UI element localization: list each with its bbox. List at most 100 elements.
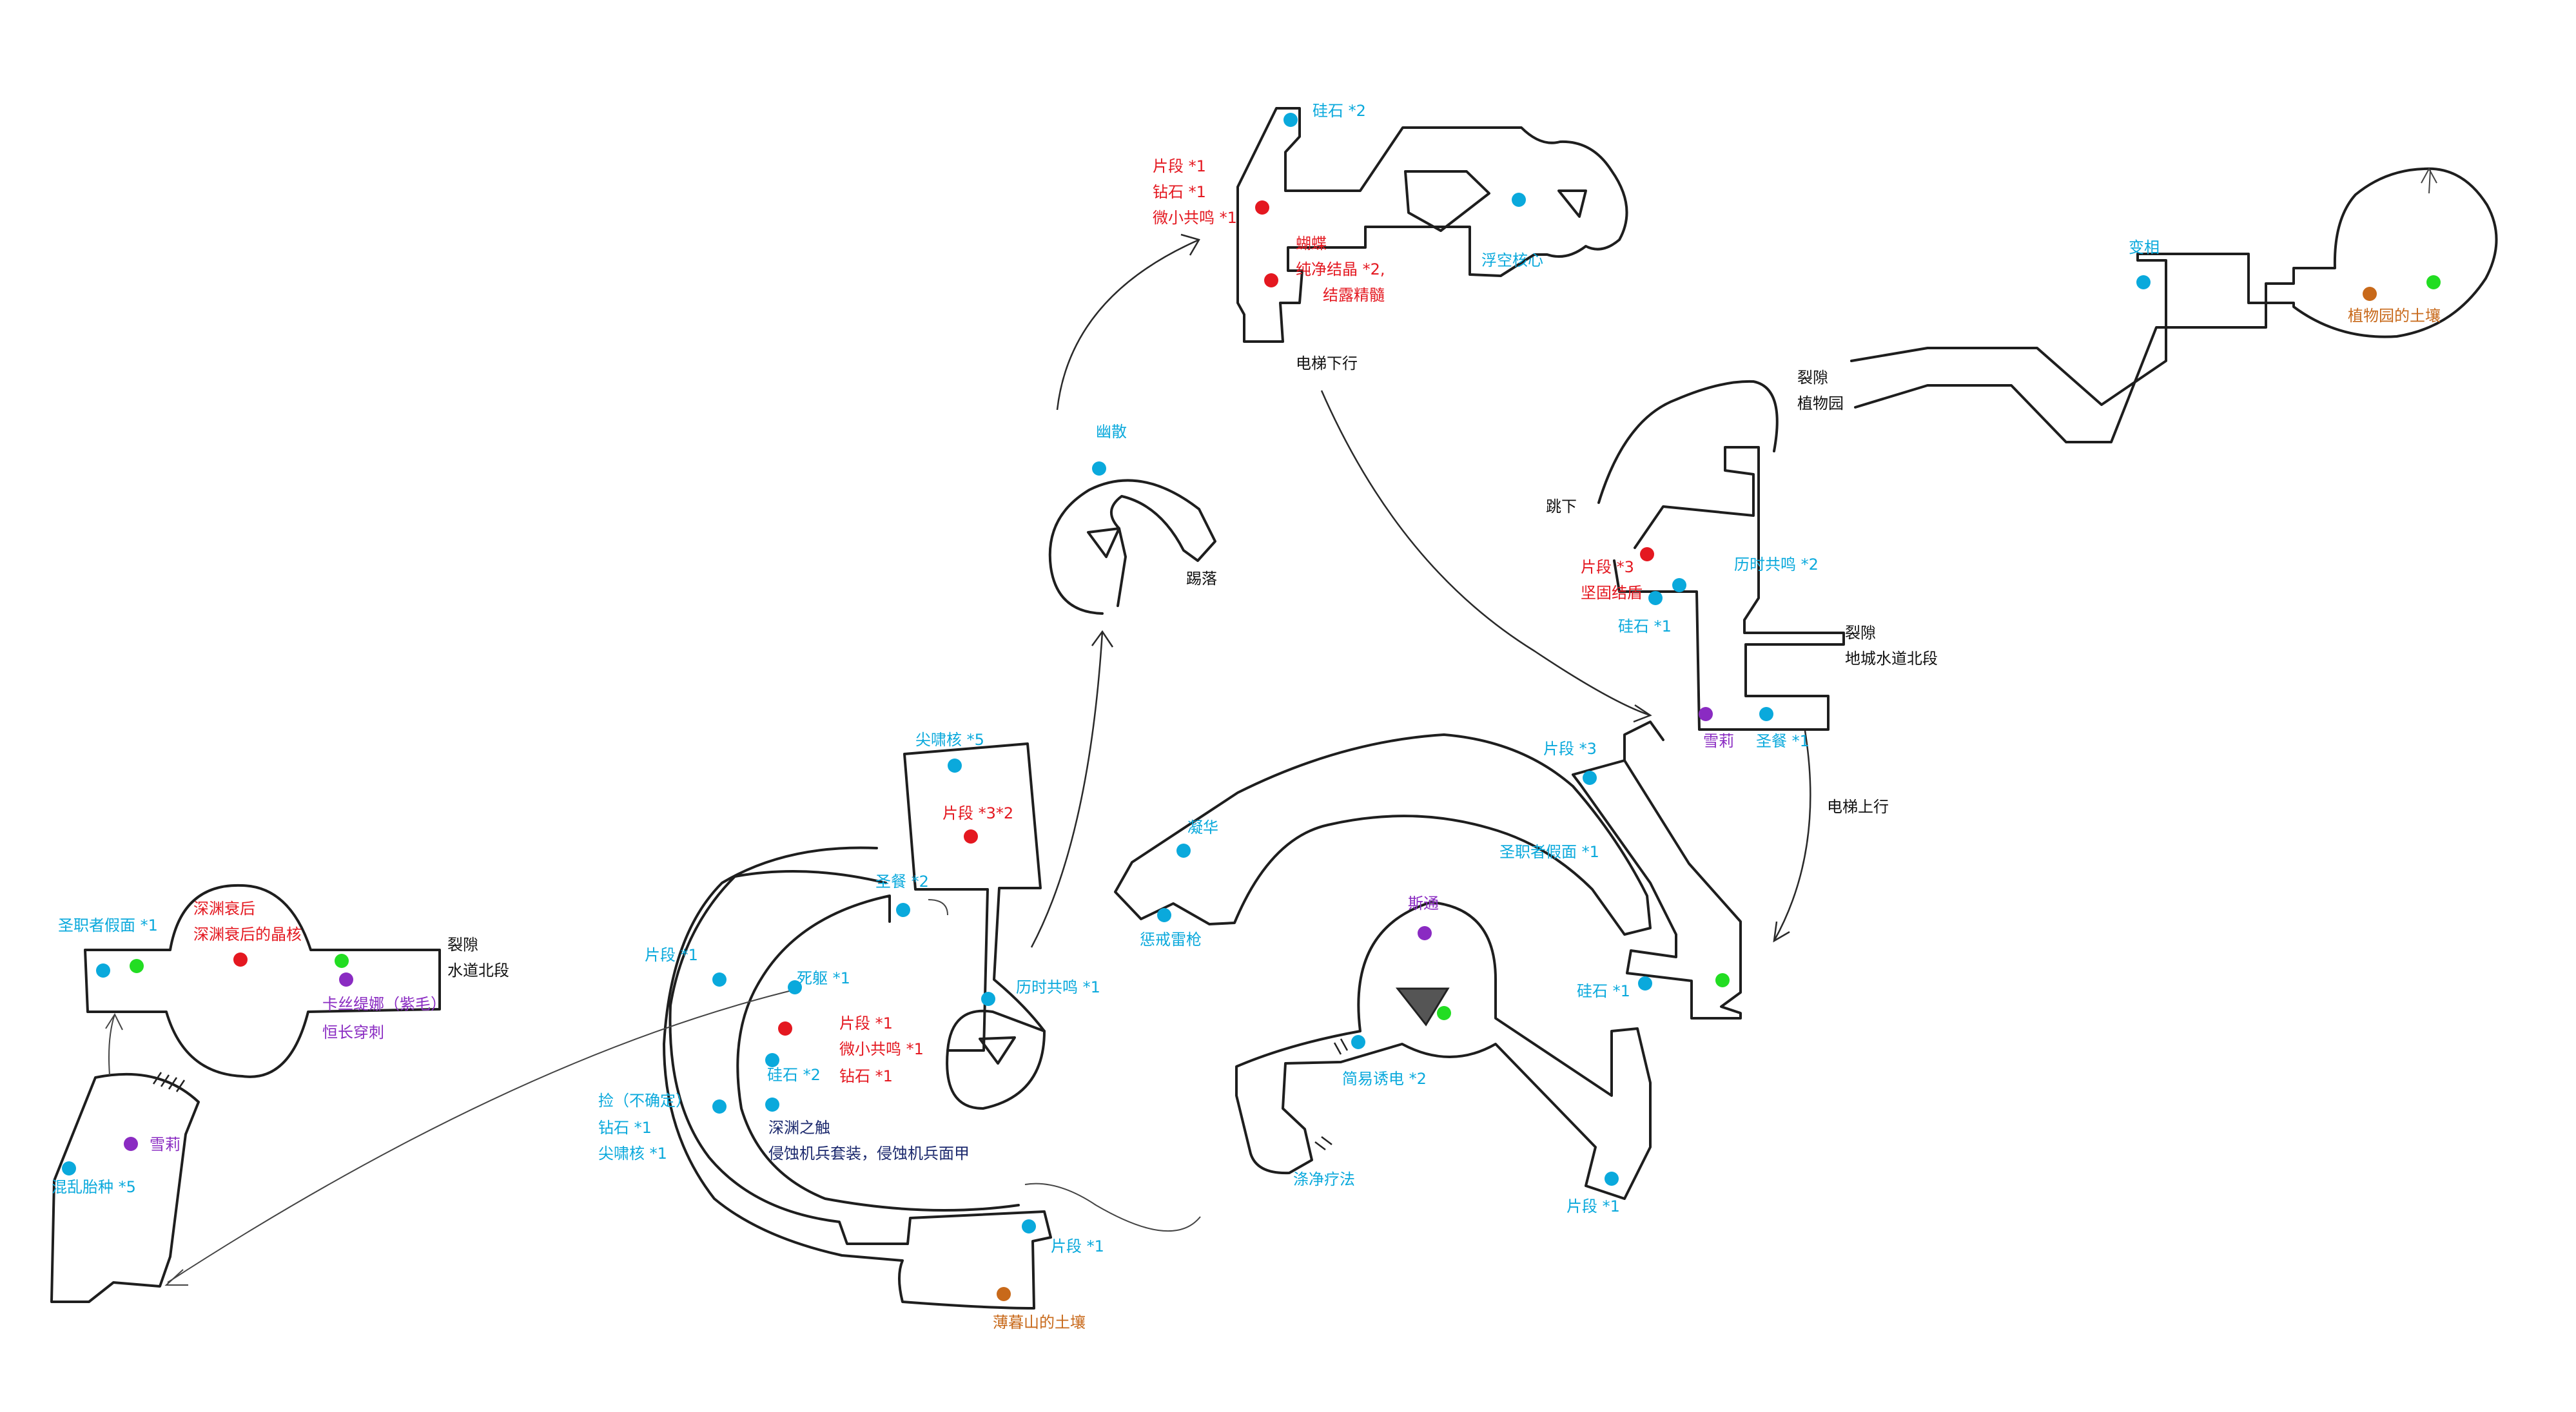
label-priest-mask1-lm: 圣职者假面 *1	[1499, 843, 1599, 861]
label-drill1-cyan: 钻石 *1	[598, 1119, 652, 1137]
label-rift-garden: 裂隙	[1797, 369, 1828, 387]
marker-cyan	[62, 1161, 76, 1175]
label-chaos-seed5: 混乱胎种 *5	[52, 1178, 136, 1196]
marker-cyan	[765, 1098, 779, 1112]
label-rift-waterway: 裂隙	[1845, 624, 1876, 642]
label-dead-bone1: 死躯 *1	[797, 969, 850, 987]
label-float-core: 浮空核心	[1481, 251, 1543, 269]
marker-green	[2426, 275, 2441, 289]
label-shirley-rm: 雪莉	[1703, 732, 1734, 750]
marker-cyan	[1648, 591, 1663, 605]
marker-red	[1264, 273, 1278, 287]
route-arrowhead-up	[1773, 921, 1790, 943]
marker-cyan	[1283, 113, 1298, 127]
label-elevator-down: 电梯下行	[1296, 354, 1358, 372]
label-calendar-res1: 历时共鸣 *1	[1016, 978, 1100, 996]
route-arrowhead-round	[1091, 630, 1114, 648]
wall-right-mid	[1613, 446, 1845, 731]
label-silicon1-lm: 硅石 *1	[1577, 982, 1630, 1000]
label-frag1-bottom: 片段 *1	[1051, 1237, 1104, 1255]
label-rift-left: 裂隙	[447, 936, 478, 954]
wall-garden-corridor	[1850, 167, 2498, 443]
wall-center-tri	[979, 1036, 1016, 1065]
label-abyss-queen: 深渊衰后	[193, 900, 255, 918]
route-garden-exit	[2428, 169, 2431, 194]
marker-cyan	[1638, 976, 1652, 991]
wall-spiral-inner	[736, 895, 1020, 1212]
wall-circle-triangle	[1395, 987, 1450, 1027]
wall-round-room	[1048, 479, 1216, 615]
marker-red	[778, 1021, 792, 1036]
label-silicon1-rm: 硅石 *1	[1618, 617, 1672, 635]
route-arrowhead-left-up	[105, 1012, 123, 1030]
marker-purple	[339, 972, 353, 987]
wall-center-tower	[903, 742, 1046, 1110]
label-corrode-gear: 侵蚀机兵套装，侵蚀机兵面甲	[768, 1145, 970, 1163]
wall-left-room	[84, 884, 441, 1078]
marker-cyan	[96, 963, 110, 978]
label-scream5: 尖啸核 *5	[915, 731, 984, 749]
label-resonance1-top: 微小共鸣 *1	[1153, 209, 1237, 227]
label-abyss-touch: 深渊之触	[768, 1119, 830, 1137]
label-elevator-up: 电梯上行	[1827, 798, 1889, 816]
route-round-to-top	[1056, 238, 1200, 411]
route-arrowhead-garden	[2421, 167, 2437, 184]
label-kasi: 卡丝缇娜（紫毛）	[322, 995, 446, 1013]
label-drill1-red: 钻石 *1	[839, 1067, 893, 1085]
marker-cyan	[1092, 461, 1106, 476]
route-arrowhead-elev	[1633, 704, 1652, 723]
label-eternal-pierce: 恒长穿刺	[322, 1023, 384, 1041]
label-frag1-lm: 片段 *1	[1566, 1197, 1620, 1215]
route-left-loop	[108, 1014, 115, 1076]
route-center-to-round	[1030, 631, 1104, 948]
marker-cyan	[1512, 193, 1526, 207]
label-dusk-soil: 薄暮山的土壤	[993, 1313, 1086, 1331]
wall-circle-room	[1235, 901, 1652, 1200]
label-calendar-res2: 历时共鸣 *2	[1734, 556, 1819, 574]
wall-arc	[1114, 733, 1652, 936]
marker-cyan	[1351, 1035, 1365, 1049]
marker-cyan	[1605, 1172, 1619, 1186]
label-drill1-top: 钻石 *1	[1153, 183, 1206, 201]
route-spiral-to-left	[167, 988, 800, 1283]
label-cleanse: 涤净疗法	[1293, 1170, 1355, 1188]
hatch-marks	[152, 1038, 1349, 1150]
wall-right-mid-loop	[1597, 380, 1779, 504]
label-garden-soil: 植物园的土壤	[2348, 307, 2441, 325]
label-congeal: 凝华	[1187, 818, 1218, 837]
label-shirley-left: 雪莉	[150, 1136, 181, 1154]
route-elevator-up	[1773, 730, 1811, 942]
label-fall: 踢落	[1186, 570, 1217, 588]
wall-round-room-triangle	[1087, 527, 1120, 558]
marker-cyan	[1157, 908, 1171, 922]
marker-orange	[2363, 287, 2377, 301]
label-frag1-red: 片段 *1	[839, 1014, 893, 1032]
label-silicon2-center: 硅石 *2	[767, 1066, 821, 1084]
label-simple-lure2: 简易诱电 *2	[1342, 1070, 1427, 1088]
item-markers	[62, 113, 2441, 1301]
label-holy-meal2: 圣餐 *2	[875, 873, 929, 891]
marker-green	[130, 959, 144, 973]
label-frag3-rm: 片段 *3	[1581, 558, 1634, 576]
label-silicon2-top: 硅石 *2	[1312, 102, 1366, 120]
marker-cyan	[1672, 578, 1686, 592]
marker-orange	[997, 1287, 1011, 1301]
map-labels: 硅石 *2 片段 *1 钻石 *1 微小共鸣 *1 蝴蝶 纯净结晶 *2, 结露…	[52, 102, 2441, 1331]
map-walls	[50, 107, 2498, 1310]
marker-cyan	[948, 759, 962, 773]
route-elevator-down	[1320, 390, 1651, 717]
marker-red	[233, 953, 248, 967]
label-priest-mask1-left: 圣职者假面 *1	[58, 916, 158, 934]
label-dew-essence: 结露精髓	[1323, 286, 1385, 304]
marker-purple	[1699, 707, 1713, 721]
wall-spiral	[663, 846, 1052, 1310]
wall-center-round	[946, 1009, 1046, 1052]
marker-red	[1255, 200, 1269, 215]
route-cleanse-to-dusk	[1024, 1183, 1201, 1232]
wall-top-room	[1236, 107, 1628, 343]
marker-red	[1640, 547, 1654, 561]
label-frag3-lm: 片段 *3	[1543, 740, 1597, 758]
marker-cyan	[765, 1053, 779, 1067]
label-garden: 植物园	[1797, 394, 1844, 412]
